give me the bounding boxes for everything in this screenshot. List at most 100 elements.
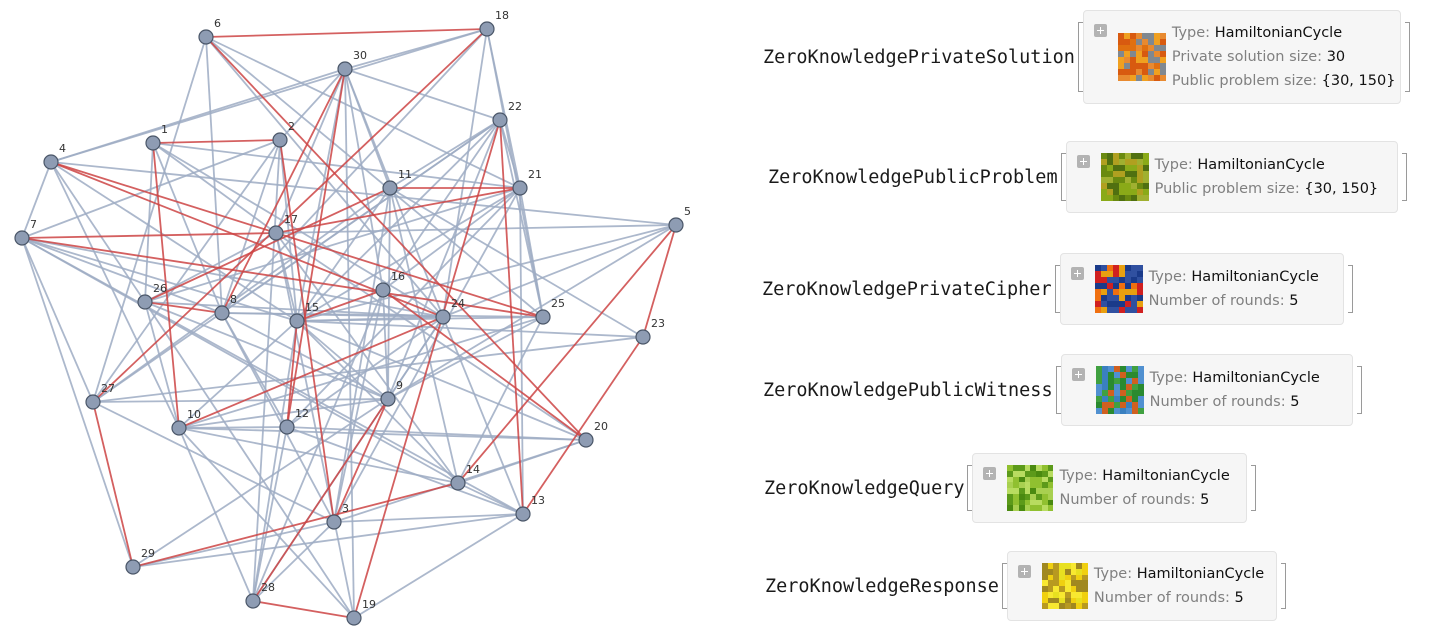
- thumbnail-cell: [1053, 574, 1060, 581]
- thumbnail-cell: [1124, 165, 1131, 171]
- thumbnail-cell: [1106, 177, 1113, 183]
- graph-edge: [296, 320, 644, 338]
- thumbnail-cell: [1041, 580, 1048, 586]
- thumbnail-cell: [1118, 165, 1125, 171]
- thumbnail-cell: [1124, 159, 1131, 165]
- thumbnail-cell: [1059, 574, 1065, 581]
- thumbnail-cell: [1106, 277, 1113, 283]
- graph-vertex: [435, 309, 451, 325]
- thumbnail-cell: [1013, 476, 1019, 483]
- thumbnail-cell: [1159, 69, 1166, 75]
- expand-plus-icon[interactable]: [1070, 267, 1084, 280]
- graph-vertex: [245, 593, 261, 609]
- field-label: Type:: [1059, 468, 1103, 484]
- thumbnail-cell: [1064, 586, 1071, 592]
- left-bracket: [1077, 22, 1083, 92]
- thumbnail-cell: [1129, 33, 1136, 39]
- graph-edge: [221, 139, 281, 314]
- thumbnail-cell: [1059, 580, 1065, 586]
- expand-plus-icon[interactable]: [1093, 24, 1107, 37]
- thumbnail-cell: [1136, 283, 1143, 289]
- expand-plus-icon[interactable]: [983, 467, 997, 480]
- graph-vertex: [380, 391, 396, 407]
- thumbnail-cell: [1101, 390, 1108, 396]
- graph-vertex: [515, 506, 531, 522]
- thumbnail-cell: [1142, 195, 1149, 201]
- thumbnail-cell: [1053, 580, 1060, 586]
- thumbnail-cell: [1094, 307, 1101, 313]
- graph-edge: [132, 513, 524, 568]
- thumbnail-cell: [1041, 493, 1048, 500]
- vertex-label: 16: [391, 270, 405, 283]
- thumbnail-cell: [1136, 289, 1143, 295]
- thumbnail-cell: [1141, 39, 1148, 45]
- thumbnail-cell: [1107, 402, 1114, 408]
- thumbnail-cell: [1118, 189, 1125, 195]
- thumbnail-cell: [1053, 591, 1060, 598]
- thumbnail-cell: [1070, 563, 1077, 569]
- graph-vertex: [635, 329, 651, 345]
- graph-edge: [382, 119, 501, 291]
- left-bracket: [1054, 265, 1060, 313]
- expand-plus-icon[interactable]: [1017, 565, 1031, 578]
- graph-vertex: [668, 217, 684, 233]
- thumbnail-cell: [1082, 580, 1088, 586]
- thumbnail-cell: [1135, 39, 1142, 45]
- expand-plus-icon[interactable]: [1076, 155, 1090, 168]
- thumbnail-cell: [1112, 289, 1119, 295]
- vertex-label: 3: [342, 502, 349, 515]
- graph-vertex: [85, 394, 101, 410]
- thumbnail-cell: [1125, 396, 1132, 402]
- thumbnail-cell: [1124, 283, 1131, 289]
- thumbnail-cell: [1106, 283, 1113, 289]
- thumbnail-cell: [1124, 265, 1131, 271]
- field-label: Type:: [1093, 566, 1137, 582]
- thumbnail-cell: [1123, 57, 1130, 63]
- thumbnail-cell: [1123, 45, 1130, 51]
- graph-edge: [252, 320, 298, 602]
- thumbnail-cell: [1131, 408, 1138, 414]
- thumbnail-cell: [1130, 289, 1137, 295]
- thumbnail-cell: [1159, 63, 1166, 69]
- left-bracket: [1001, 563, 1007, 609]
- thumbnail-cell: [1137, 384, 1144, 390]
- thumbnail-cell: [1118, 295, 1125, 301]
- thumbnail-cell: [1123, 51, 1130, 57]
- expand-plus-icon[interactable]: [1071, 368, 1085, 381]
- thumbnail-cell: [1082, 574, 1088, 581]
- thumbnail-cell: [1030, 505, 1037, 511]
- graph-edge: [275, 224, 677, 234]
- cycle-edge: [144, 301, 223, 314]
- summary-field: Number of rounds: 5: [1150, 390, 1320, 414]
- thumbnail-cell: [1129, 51, 1136, 57]
- field-value: HamiltonianCycle: [1136, 566, 1265, 582]
- thumbnail-cell: [1130, 189, 1137, 195]
- summary-field: Type: HamiltonianCycle: [1150, 366, 1320, 390]
- thumbnail-cell: [1047, 580, 1054, 586]
- thumbnail-cell: [1047, 482, 1054, 488]
- thumbnail-cell: [1100, 265, 1107, 271]
- thumbnail-cell: [1131, 378, 1138, 384]
- thumbnail-cell: [1106, 295, 1113, 301]
- thumbnail-cell: [1147, 51, 1154, 57]
- thumbnail-cell: [1117, 69, 1124, 75]
- thumbnail-cell: [1101, 384, 1108, 390]
- field-value: {30, 150}: [1304, 181, 1379, 197]
- graph-edge: [353, 513, 524, 619]
- thumbnail-cell: [1036, 505, 1042, 511]
- thumbnail-cell: [1106, 307, 1113, 313]
- graph-vertex: [145, 135, 161, 151]
- field-value: 30: [1326, 49, 1346, 65]
- thumbnail-cell: [1095, 384, 1102, 390]
- thumbnail-cell: [1041, 603, 1048, 609]
- field-value: HamiltonianCycle: [1192, 370, 1320, 386]
